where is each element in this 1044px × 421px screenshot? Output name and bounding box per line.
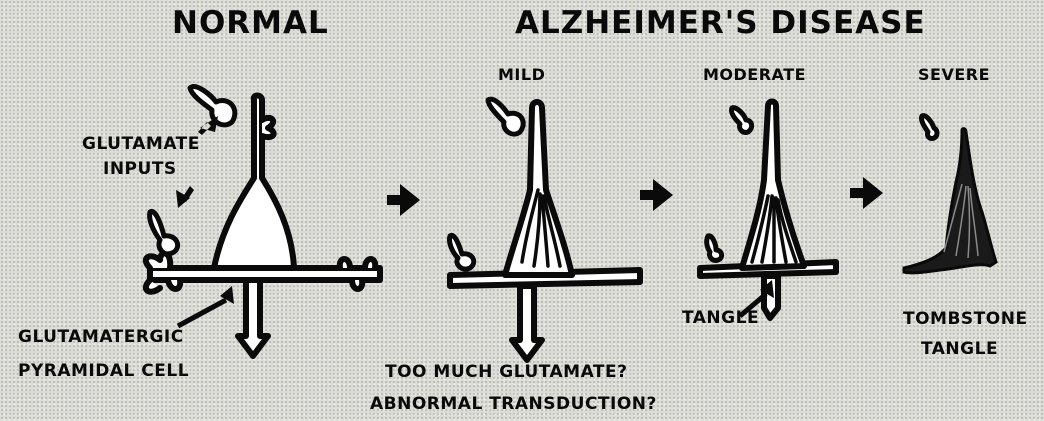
moderate-glutamate-synapse-top — [731, 108, 751, 133]
severe-tombstone-tangle — [904, 129, 996, 273]
normal-glutamate-synapse-top — [190, 87, 235, 125]
transition-arrow-3 — [850, 177, 883, 209]
transition-arrow-1 — [387, 184, 420, 216]
glutamate-input-pointer-arrows — [176, 116, 218, 208]
normal-glutamate-synapse-bottom — [150, 211, 178, 253]
mild-glutamate-synapse-bottom — [449, 235, 473, 269]
mild-glutamate-synapse-top — [488, 99, 523, 134]
normal-apical-spines — [262, 118, 274, 137]
normal-pyramidal-cell — [146, 96, 380, 357]
severe-glutamate-synapse — [921, 116, 937, 139]
moderate-glutamate-synapse-bottom — [707, 236, 722, 261]
normal-axon — [238, 280, 268, 356]
transition-arrow-2 — [640, 179, 673, 211]
pyramidal-cell-pointer-arrow — [178, 286, 234, 326]
